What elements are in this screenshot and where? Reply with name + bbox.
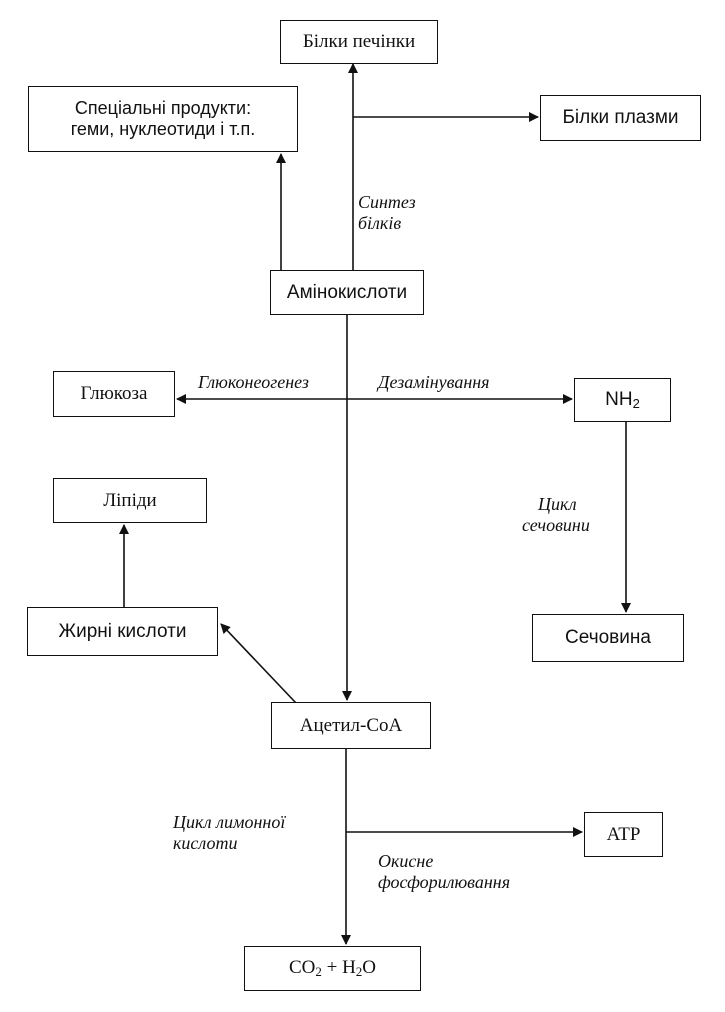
node-nh2-text: NH2 [605,389,640,412]
label-citric-acid-cycle: Цикл лимонної кислоти [173,812,285,853]
node-liver-proteins: Білки печінки [280,20,438,64]
node-plasma-proteins: Білки плазми [540,95,701,141]
node-nh2: NH2 [574,378,671,422]
node-fatty-acids: Жирні кислоти [27,607,218,656]
label-protein-synthesis-line1: Синтез [358,192,416,212]
h2o-subscript: 2 [355,964,363,980]
node-urea: Сечовина [532,614,684,662]
node-glucose: Глюкоза [53,371,175,417]
node-nh2-prefix: NH [605,388,633,410]
label-gluconeogenesis-text: Глюконеогенез [198,372,309,392]
node-liver-proteins-text: Білки печінки [302,31,416,53]
node-special-products-line2: геми, нуклеотиди і т.п. [70,119,256,139]
node-urea-text: Сечовина [565,627,651,649]
label-urea-cycle: Цикл сечовини [522,494,590,535]
label-oxidative-line1: Окисне [378,851,434,871]
node-special-products: Спеціальні продукти: геми, нуклеотиди і … [28,86,298,152]
label-urea-cycle-line1: Цикл [538,494,577,514]
co2-subscript: 2 [315,964,322,980]
node-plasma-proteins-text: Білки плазми [562,107,679,129]
node-lipids-text: Ліпіди [103,489,157,511]
node-acetyl-coa: Ацетил-CoA [271,702,431,749]
node-acetyl-coa-text: Ацетил-CoA [299,714,403,736]
label-protein-synthesis: Синтез білків [358,192,416,233]
node-fatty-acids-text: Жирні кислоти [58,620,187,642]
label-oxidative-line2: фосфорилювання [378,871,511,892]
label-deamination: Дезамінування [378,372,490,393]
node-amino-acids: Амінокислоти [270,270,424,315]
co2-plus-h: + H [321,957,356,979]
label-urea-cycle-line2: сечовини [522,514,590,535]
node-co2-h2o-text: CO2 + H2O [289,957,376,980]
node-special-products-line1: Спеціальні продукти: [74,98,252,119]
h2o-o: O [362,957,377,979]
node-atp-text: ATP [606,823,641,845]
node-co2-h2o: CO2 + H2O [244,946,421,991]
node-nh2-subscript: 2 [632,395,640,411]
label-citric-acid-cycle-line1: Цикл лимонної [173,812,286,832]
label-oxidative-phosphorylation: Окисне фосфорилювання [378,851,510,892]
arrow-acetyl-coa-to-fatty-acids [220,623,297,704]
node-amino-acids-text: Амінокислоти [286,281,408,303]
label-protein-synthesis-line2: білків [358,212,402,233]
node-glucose-text: Глюкоза [80,383,148,405]
label-gluconeogenesis: Глюконеогенез [198,372,309,393]
label-citric-acid-cycle-line2: кислоти [173,832,238,853]
co2-c: CO [288,957,316,979]
label-deamination-text: Дезамінування [378,372,490,392]
node-lipids: Ліпіди [53,478,207,523]
node-atp: ATP [584,812,663,857]
